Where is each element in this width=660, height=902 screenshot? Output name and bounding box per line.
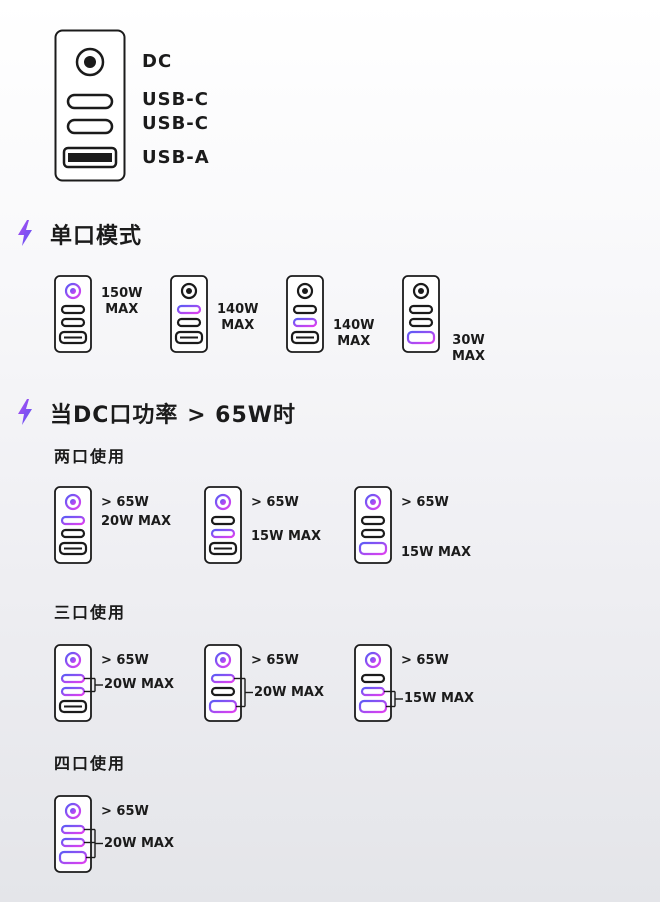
lightning-icon xyxy=(18,220,32,246)
legend-label-dc: DC xyxy=(142,51,173,72)
charger-diagram-single-2 xyxy=(170,275,208,353)
subsection-title-two-port: 两口使用 xyxy=(54,447,127,466)
charger-diagram-single-4 xyxy=(402,275,440,353)
dc-power-label: > 65W xyxy=(251,653,299,668)
other-port-power-label: 15W MAX xyxy=(251,529,321,544)
charger-diagram-two-port-1 xyxy=(54,486,92,564)
charger-diagram-three-port-2 xyxy=(204,644,253,722)
charger-diagram-two-port-3 xyxy=(354,486,392,564)
dc-power-label: > 65W xyxy=(401,495,449,510)
other-port-power-label: 15W MAX xyxy=(401,545,471,560)
charger-diagram-four-port-1 xyxy=(54,795,103,873)
dc-power-label: > 65W xyxy=(401,653,449,668)
usb-c-port-icon xyxy=(66,118,114,135)
usb-c-port-icon xyxy=(66,93,114,110)
other-port-power-label: 20W MAX xyxy=(104,835,174,851)
dc-power-label: > 65W xyxy=(101,495,149,510)
section-title-single-port: 单口模式 xyxy=(50,224,143,249)
other-port-power-label: 20W MAX xyxy=(104,677,174,692)
charger-diagram-three-port-1 xyxy=(54,644,103,722)
section-title-dc-over-65w: 当DC口功率 > 65W时 xyxy=(50,403,297,428)
dc-power-label: > 65W xyxy=(101,653,149,668)
legend-label-usb-a: USB-A xyxy=(142,147,210,168)
charger-diagram xyxy=(54,29,126,182)
dc-power-label: > 65W xyxy=(251,495,299,510)
other-port-power-label: 20W MAX xyxy=(254,684,324,700)
charger-diagram-single-3 xyxy=(286,275,324,353)
other-port-power-label: 15W MAX xyxy=(404,691,474,706)
dc-power-label: > 65W xyxy=(101,804,149,819)
dc-port-icon xyxy=(75,47,105,77)
charger-diagram-three-port-3 xyxy=(354,644,403,722)
usb-a-port-icon xyxy=(62,146,118,169)
legend: DC USB-C USB-C USB-A xyxy=(54,29,254,183)
charger-diagram-two-port-2 xyxy=(204,486,242,564)
legend-label-usb-c-1: USB-C xyxy=(142,89,209,110)
other-port-power-label: 20W MAX xyxy=(101,514,171,529)
charger-diagram-single-1 xyxy=(54,275,92,353)
legend-label-usb-c-2: USB-C xyxy=(142,113,209,134)
lightning-icon xyxy=(18,399,32,425)
subsection-title-four-port: 四口使用 xyxy=(54,754,127,773)
subsection-title-three-port: 三口使用 xyxy=(54,603,127,622)
